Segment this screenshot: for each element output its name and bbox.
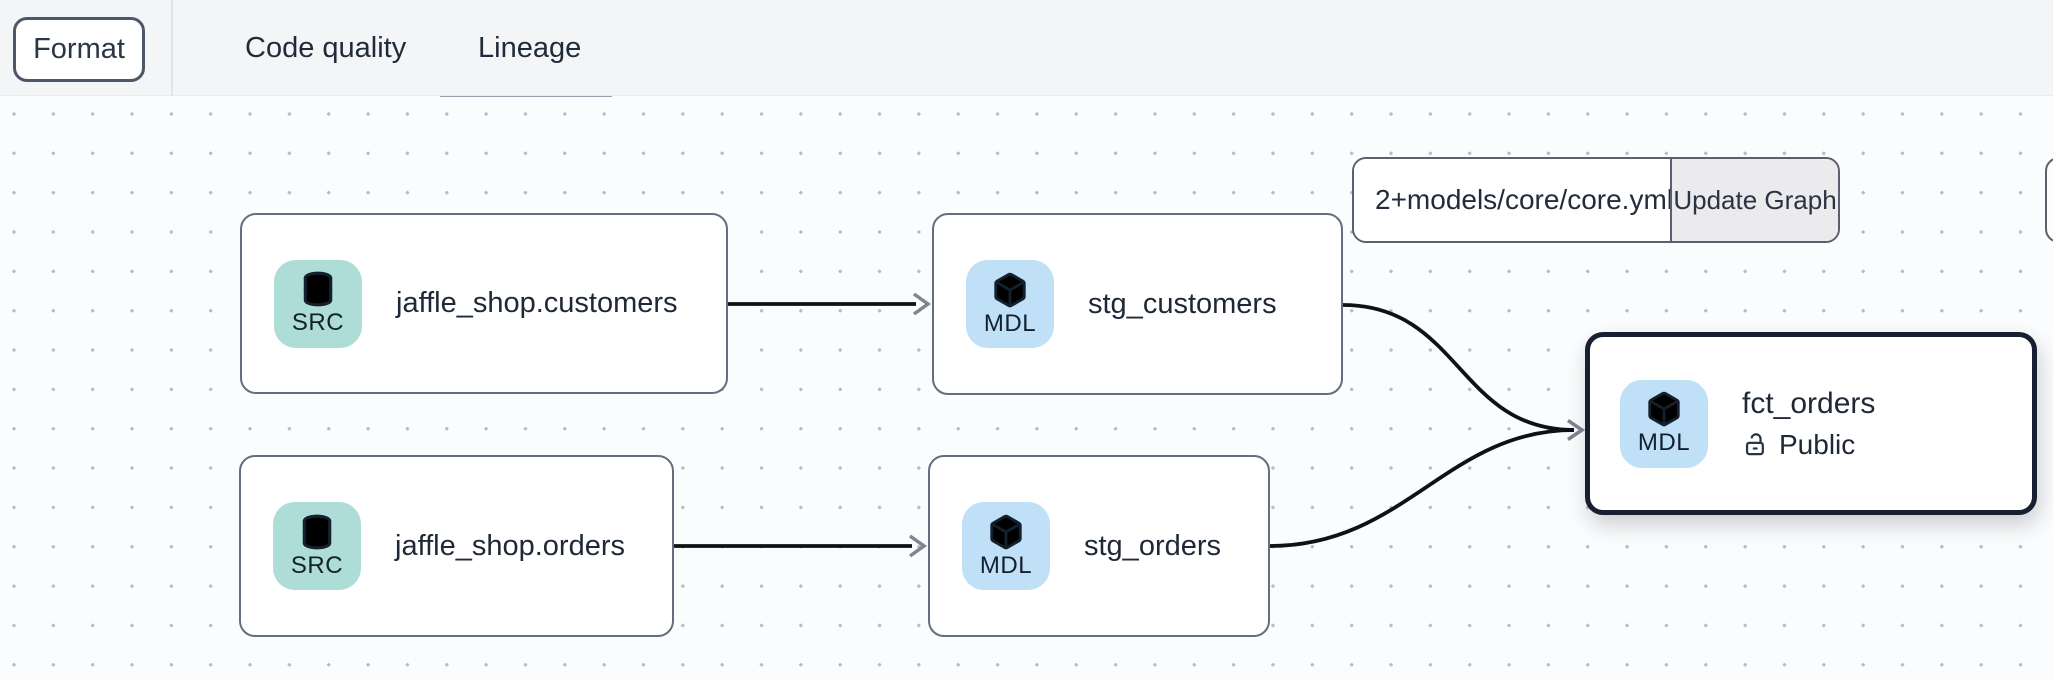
badge-label: MDL: [979, 551, 1033, 579]
node-label: stg_customers: [1088, 287, 1277, 320]
source-badge: SRC: [273, 502, 361, 590]
node-label: jaffle_shop.customers: [396, 287, 678, 319]
database-icon: [303, 271, 333, 307]
cube-icon: [1648, 391, 1680, 427]
badge-label: SRC: [290, 551, 344, 579]
cube-icon: [994, 272, 1026, 307]
node-jaffle-shop-customers[interactable]: SRC jaffle_shop.customers: [240, 213, 728, 394]
badge-label: MDL: [983, 309, 1037, 337]
partial-right-button[interactable]: [2045, 157, 2053, 243]
lineage-canvas[interactable]: SRC jaffle_shop.customers MDL stg_custom…: [0, 97, 2053, 680]
node-label: fct_orders: [1742, 386, 1876, 420]
tab-code-quality[interactable]: Code quality: [245, 0, 406, 96]
node-fct-orders[interactable]: MDL fct_orders Public: [1585, 332, 2037, 515]
model-badge: MDL: [1620, 379, 1708, 468]
badge-label: MDL: [1637, 429, 1691, 456]
format-button[interactable]: Format: [13, 17, 145, 82]
node-jaffle-shop-orders[interactable]: SRC jaffle_shop.orders: [239, 455, 674, 637]
badge-label: SRC: [291, 309, 345, 336]
node-label: jaffle_shop.orders: [395, 529, 626, 562]
source-badge: SRC: [274, 259, 362, 348]
arrowhead-icon: [1567, 419, 1586, 441]
tab-lineage[interactable]: Lineage: [478, 0, 581, 96]
node-label: stg_orders: [1084, 529, 1222, 562]
editor-toolbar: Format Code quality Lineage: [0, 0, 2053, 96]
selector-input[interactable]: [1354, 159, 1670, 241]
arrowhead-icon: [908, 534, 928, 558]
cube-icon: [990, 514, 1022, 549]
model-badge: MDL: [962, 502, 1050, 590]
database-icon: [302, 514, 332, 549]
edge-stg-customers-to-fct: [1342, 303, 1575, 432]
arrowhead-icon: [912, 292, 932, 316]
lock-open-icon: [1745, 433, 1764, 456]
lineage-edges: [674, 292, 1586, 558]
edge-stg-orders-to-fct: [1269, 428, 1575, 548]
node-stg-orders[interactable]: MDL stg_orders: [928, 455, 1270, 637]
model-badge: MDL: [966, 260, 1054, 348]
toolbar-divider: [171, 0, 173, 96]
update-graph-button[interactable]: Update Graph: [1670, 159, 1838, 241]
node-stg-customers[interactable]: MDL stg_customers: [932, 213, 1343, 395]
lineage-selector-group: Update Graph: [1352, 157, 1840, 243]
access-level-label: Public: [1779, 428, 1856, 460]
